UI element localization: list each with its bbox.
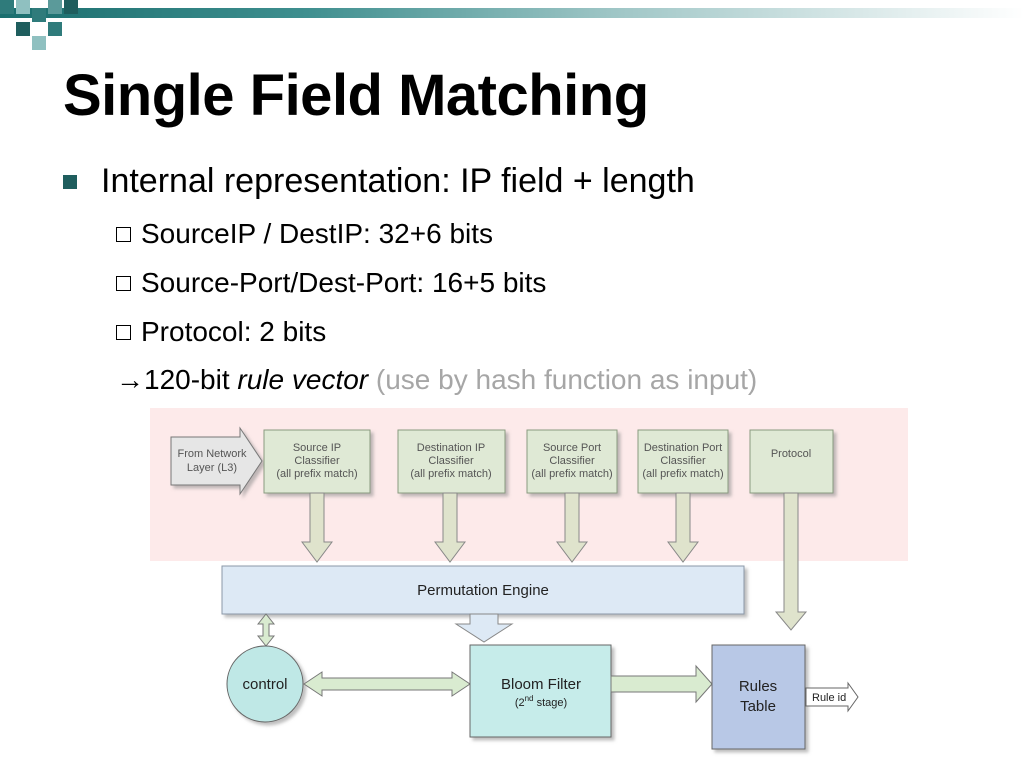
bloom-filter: Bloom Filter (2nd stage) [469,644,612,738]
header-square [0,0,14,14]
sub-bullet-text: SourceIP / DestIP: 32+6 bits [141,218,494,249]
page-title: Single Field Matching [63,63,649,128]
classifier-label-line: Destination IP [417,442,485,454]
rules-table: Rules Table [711,644,806,750]
permutation-engine-label: Permutation Engine [417,582,549,599]
sub-bullet: Source-Port/Dest-Port: 16+5 bits [116,267,546,299]
hollow-square-bullet-icon [116,276,131,291]
conclusion-note: (use by hash function as input) [368,364,758,395]
classifier-label-line: Classifier [294,455,340,467]
right-arrow-icon [610,664,713,704]
classifier-label-line: (all prefix match) [642,468,723,480]
classifier-label-line: (all prefix match) [276,468,357,480]
rules-table-label-line: Table [740,698,776,715]
header-square [32,8,46,22]
header-gradient-band [0,8,1024,18]
classifier-label-line: Classifier [660,455,706,467]
input-label-line: From Network [177,448,247,460]
header-square [16,22,30,36]
network-input-arrow: From Network Layer (L3) [170,426,263,496]
sub-bullet: Protocol: 2 bits [116,316,326,348]
classifier-label-line: Source Port [543,442,601,454]
permutation-engine: Permutation Engine [221,565,745,615]
control-label: control [242,676,287,693]
source-ip-classifier: Source IP Classifier (all prefix match) [263,429,371,494]
bullet-main-text: Internal representation: IP field + leng… [101,162,695,200]
input-label-line: Layer (L3) [187,462,237,474]
down-arrow-icon [667,492,699,563]
header-square [48,22,62,36]
conclusion-line: →120-bit rule vector (use by hash functi… [116,364,757,396]
down-arrow-icon [454,613,514,643]
header-square [16,0,30,14]
conclusion-emphasis: rule vector [237,364,369,395]
hollow-square-bullet-icon [116,227,131,242]
classifier-label-line: Destination Port [644,442,722,454]
rules-table-label-line: Rules [739,678,777,695]
header-square [32,36,46,50]
hollow-square-bullet-icon [116,325,131,340]
conclusion-arrow-text: →120-bit [116,364,238,395]
classifier-label-line: Protocol [771,448,811,460]
control-node: control [226,645,304,723]
destination-ip-classifier: Destination IP Classifier (all prefix ma… [397,429,506,494]
down-arrow-icon [556,492,588,563]
double-horizontal-arrow-icon [303,671,471,697]
header-square [64,0,78,14]
classifier-label-line: Classifier [428,455,474,467]
protocol-classifier: Protocol [749,429,834,494]
square-bullet-icon [63,175,77,189]
rule-id-label: Rule id [812,692,846,704]
bloom-filter-subtitle: (2nd stage) [515,694,567,709]
down-arrow-icon [301,492,333,563]
rule-id-output-arrow: Rule id [805,681,859,713]
classifier-label-line: (all prefix match) [410,468,491,480]
classifier-label-line: Classifier [549,455,595,467]
classifier-label-line: (all prefix match) [531,468,612,480]
header-square [48,0,62,14]
bloom-filter-title: Bloom Filter [501,676,581,693]
down-arrow-icon [774,492,808,631]
sub-bullet-text: Protocol: 2 bits [141,316,327,347]
classifier-label-line: Source IP [293,442,341,454]
sub-bullet: SourceIP / DestIP: 32+6 bits [116,218,493,250]
destination-port-classifier: Destination Port Classifier (all prefix … [637,429,729,494]
down-arrow-icon [434,492,466,563]
source-port-classifier: Source Port Classifier (all prefix match… [526,429,618,494]
sub-bullet-text: Source-Port/Dest-Port: 16+5 bits [141,267,547,298]
double-vertical-arrow-icon [256,613,276,647]
header-decoration [0,0,1024,50]
